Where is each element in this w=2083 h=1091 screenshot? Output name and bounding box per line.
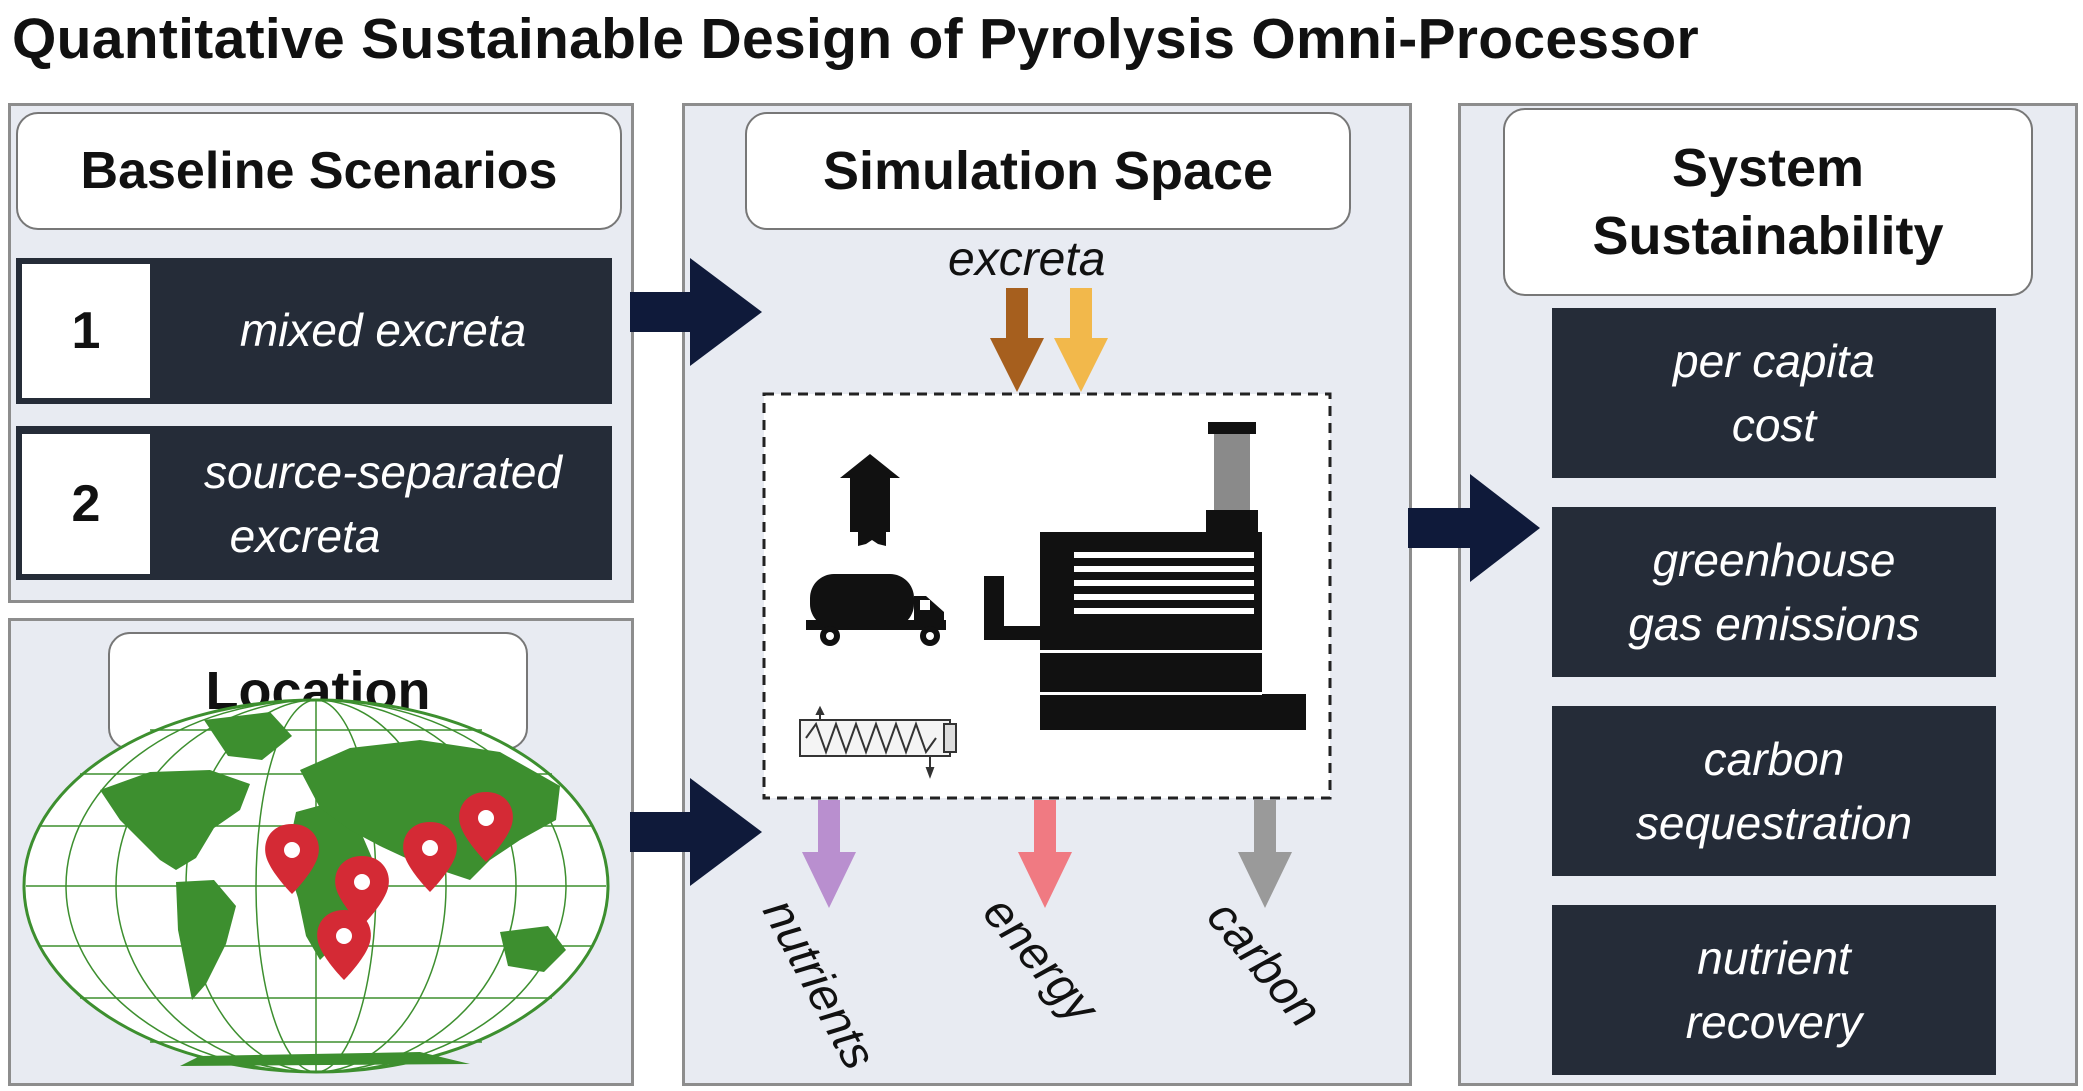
metric-greenhouse-gas[interactable]: greenhouse gas emissions xyxy=(1552,507,1996,677)
truck-icon xyxy=(806,574,946,646)
sustainability-heading: System Sustainability xyxy=(1503,108,2033,296)
flow-arrow-location-icon xyxy=(630,778,762,886)
scenario-2-label-line1: source-separated xyxy=(204,446,562,498)
world-map-icon xyxy=(22,698,610,1074)
flow-arrow-sustainability-icon xyxy=(1408,474,1540,582)
location-pin-4-icon xyxy=(403,822,457,892)
metric-1-line1: per capita xyxy=(1672,335,1875,387)
metric-3-line1: carbon xyxy=(1703,733,1845,785)
carbon-arrow-icon xyxy=(1238,800,1292,908)
metric-1-line2: cost xyxy=(1731,399,1817,451)
sustainability-heading-line2: Sustainability xyxy=(1592,206,1944,266)
upward-arrow-icon xyxy=(840,454,900,546)
location-pin-5-icon xyxy=(459,792,513,862)
metric-4-line1: nutrient xyxy=(1697,932,1851,984)
simulation-heading: Simulation Space xyxy=(745,112,1351,230)
location-pin-3-icon xyxy=(317,910,371,980)
excreta-brown-arrow-icon xyxy=(990,288,1044,392)
metric-2-line2: gas emissions xyxy=(1628,598,1920,650)
baseline-heading-text: Baseline Scenarios xyxy=(80,142,558,200)
energy-arrow-icon xyxy=(1018,800,1072,908)
scenario-1-label: mixed excreta xyxy=(239,304,527,356)
metric-nutrient-recovery[interactable]: nutrient recovery xyxy=(1552,905,1996,1075)
metric-2-line1: greenhouse xyxy=(1652,534,1896,586)
baseline-heading: Baseline Scenarios xyxy=(16,112,622,230)
simulation-heading-text: Simulation Space xyxy=(822,141,1274,201)
flow-arrow-scenarios-icon xyxy=(630,258,762,366)
scenario-2-label-line2: excreta xyxy=(229,510,381,562)
excreta-yellow-arrow-icon xyxy=(1054,288,1108,392)
location-pin-1-icon xyxy=(265,824,319,894)
nutrients-arrow-icon xyxy=(802,800,856,908)
screw-press-icon xyxy=(799,705,957,779)
metric-3-line2: sequestration xyxy=(1635,797,1913,849)
metric-4-line2: recovery xyxy=(1685,996,1863,1048)
metric-per-capita-cost[interactable]: per capita cost xyxy=(1552,308,1996,478)
scenario-2-number: 2 xyxy=(22,434,150,574)
sustainability-heading-line1: System xyxy=(1671,138,1865,198)
scenario-1-number: 1 xyxy=(22,264,150,398)
metric-carbon-sequestration[interactable]: carbon sequestration xyxy=(1552,706,1996,876)
location-pin-2-icon xyxy=(335,856,389,926)
figure-title: Quantitative Sustainable Design of Pyrol… xyxy=(12,7,1700,71)
pyrolysis-reactor-icon xyxy=(984,422,1306,730)
excreta-input-label: excreta xyxy=(948,233,1106,286)
